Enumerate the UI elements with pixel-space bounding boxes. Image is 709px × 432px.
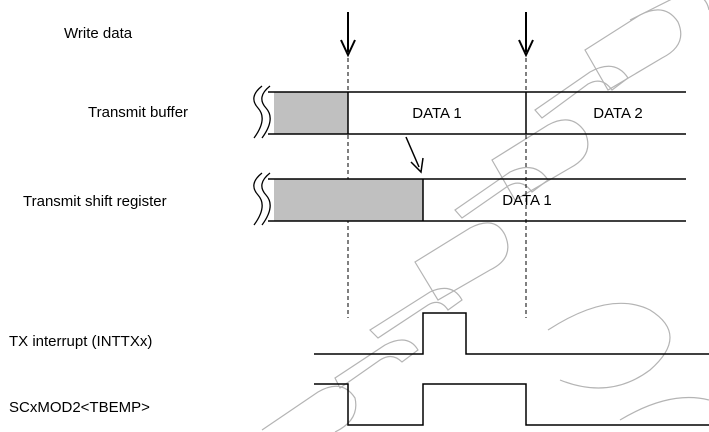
transmit-buffer-waveform: DATA 1 DATA 2 bbox=[253, 85, 686, 139]
transfer-arrow bbox=[405, 136, 424, 174]
tx-interrupt-label: TX interrupt (INTTXx) bbox=[9, 333, 153, 350]
buffer-break-symbol bbox=[253, 85, 271, 139]
buffer-data-1-label: DATA 1 bbox=[412, 105, 461, 122]
write-data-label: Write data bbox=[64, 25, 133, 42]
tbemp-waveform bbox=[314, 383, 709, 426]
shift-break-symbol bbox=[253, 172, 271, 226]
write-arrow-1 bbox=[340, 12, 356, 58]
write-arrow-2 bbox=[518, 12, 534, 58]
buffer-data-2-label: DATA 2 bbox=[593, 105, 642, 122]
watermark bbox=[261, 0, 709, 432]
transmit-buffer-label: Transmit buffer bbox=[88, 104, 189, 121]
shift-data-1-label: DATA 1 bbox=[502, 192, 551, 209]
shift-shaded-segment bbox=[274, 179, 423, 221]
tbemp-label: SCxMOD2<TBEMP> bbox=[9, 399, 150, 416]
tx-interrupt-waveform bbox=[314, 312, 709, 355]
buffer-shaded-segment bbox=[274, 92, 348, 134]
transmit-shift-register-waveform: DATA 1 bbox=[253, 172, 686, 226]
transmit-shift-register-label: Transmit shift register bbox=[23, 193, 167, 210]
